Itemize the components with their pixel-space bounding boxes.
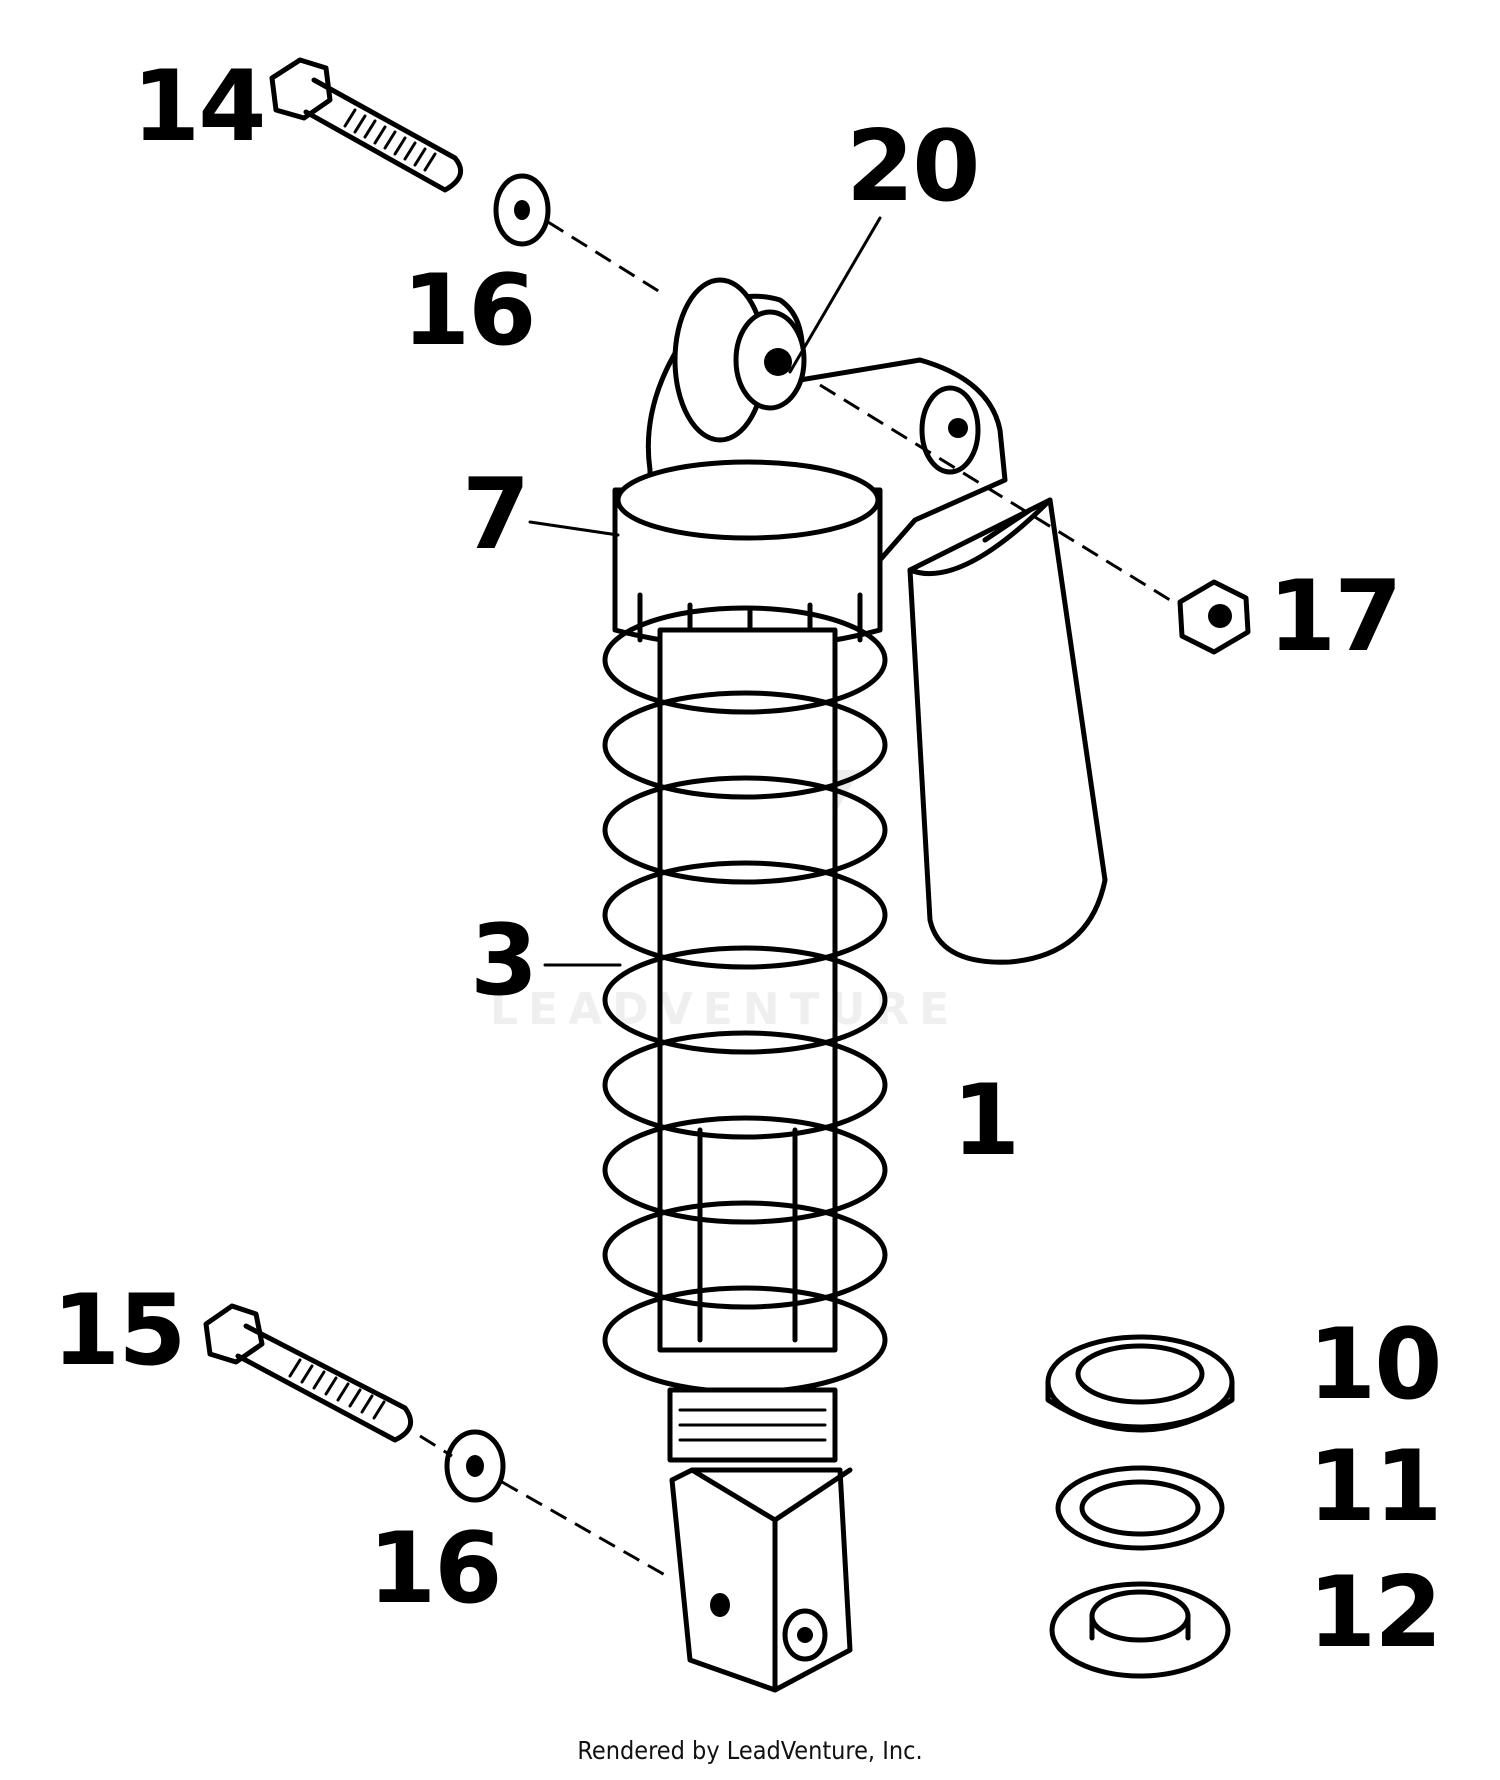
top-bolt-axis-line	[547, 220, 661, 294]
callout-3: 3	[470, 904, 538, 1018]
callout-16-top: 16	[402, 254, 536, 368]
callout-12: 12	[1308, 1556, 1442, 1670]
callout-20: 20	[846, 110, 980, 224]
top-washer	[493, 173, 551, 247]
seal-12	[1049, 1581, 1231, 1679]
bottom-bolt	[203, 1303, 414, 1443]
bottom-bolt-axis-line	[419, 1434, 666, 1577]
callout-10: 10	[1308, 1308, 1442, 1422]
callout-11: 11	[1308, 1430, 1442, 1544]
callout-14: 14	[132, 50, 266, 164]
preload-collar	[612, 459, 883, 663]
nut	[1177, 579, 1251, 655]
nut-axis-line	[819, 383, 1171, 602]
leader-lines	[528, 216, 882, 967]
callout-7: 7	[462, 458, 530, 572]
callout-16-bottom: 16	[368, 1512, 502, 1626]
damper-body	[657, 627, 838, 1353]
callout-1: 1	[952, 1064, 1020, 1178]
lower-clevis	[667, 1387, 853, 1693]
callout-15: 15	[52, 1274, 186, 1388]
reservoir-canister	[907, 497, 1108, 965]
watermark-text: LEADVENTURE	[490, 984, 960, 1035]
seal-10	[1045, 1334, 1235, 1433]
ring-11	[1055, 1465, 1225, 1551]
callout-17: 17	[1268, 560, 1402, 674]
top-bolt	[269, 57, 464, 193]
footer-credit: Rendered by LeadVenture, Inc.	[577, 1736, 923, 1765]
bottom-washer	[444, 1429, 506, 1503]
